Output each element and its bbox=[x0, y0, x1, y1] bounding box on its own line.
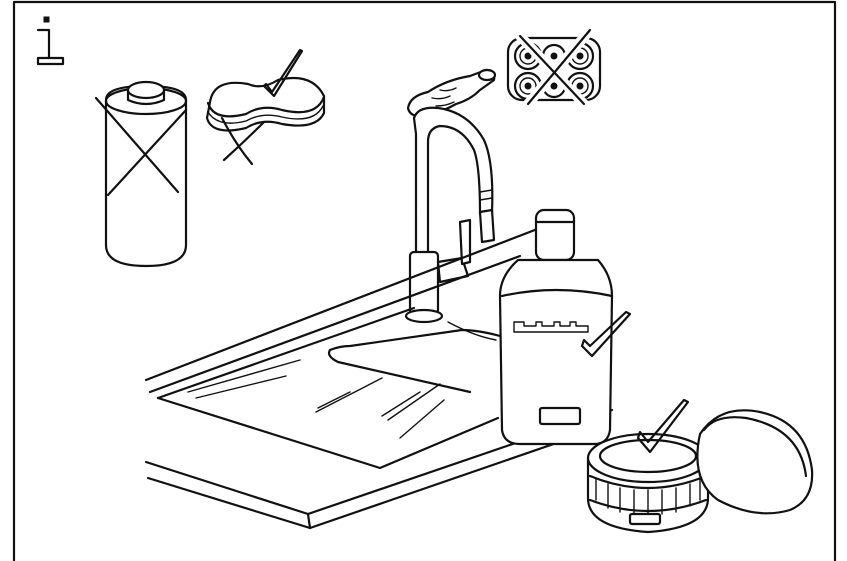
abrasive-cleaner-container bbox=[106, 82, 186, 266]
kitchen-faucet bbox=[406, 108, 494, 322]
info-icon bbox=[38, 17, 63, 64]
cleaning-paste-tin bbox=[588, 410, 812, 532]
liquid-detergent-bottle bbox=[500, 210, 612, 444]
